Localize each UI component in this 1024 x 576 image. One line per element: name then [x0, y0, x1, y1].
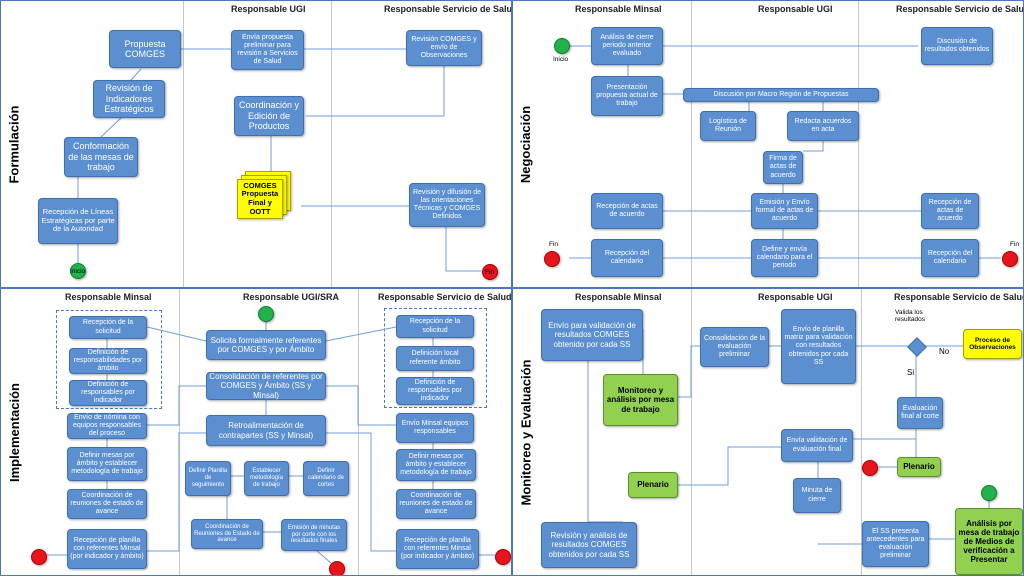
- ss-definicion-local-box: Definición local referente ámbito: [396, 346, 474, 371]
- implementacion-end-right-icon: [495, 549, 511, 565]
- negociacion-start-icon: [554, 38, 570, 54]
- analisis-mesa-box: Análisis por mesa de trabajo de Medios d…: [955, 508, 1023, 575]
- minsal-definicion-indicador-box: Definición de responsables por indicador: [69, 380, 147, 406]
- negociacion-connectors: [569, 45, 1001, 259]
- recepcion-calendario-minsal-box: Recepción del calendario: [591, 239, 663, 277]
- emision-envio-actas-box: Emisión y Envío formal de actas de acuer…: [751, 193, 818, 229]
- recepcion-calendario-ss-box: Recepción del calendario: [921, 239, 979, 277]
- formulacion-end-icon: [482, 264, 498, 280]
- monitoreo-start-icon: [981, 485, 997, 501]
- envio-planilla-box: Envío de planilla matriz para validación…: [781, 309, 856, 384]
- header-ugi: Responsable UGI: [231, 4, 306, 14]
- revision-difusion-box: Revisión y difusión de las orientaciones…: [409, 183, 485, 227]
- solicita-referentes-box: Solicita formalmente referentes por COMG…: [206, 330, 326, 360]
- minsal-envio-nomina-box: Envío de nómina con equipos responsables…: [67, 413, 147, 439]
- monitoreo-analisis-box: Monitoreo y análisis por mesa de trabajo: [603, 374, 678, 426]
- ss-recepcion-box: Recepción de la solicitud: [396, 315, 474, 338]
- monitoreo-panel: Monitoreo y Evaluación Responsable Minsa…: [512, 288, 1024, 576]
- definir-planilla-box: Definir Planilla de seguimiento: [185, 461, 231, 496]
- consolidacion-evaluacion-box: Consolidación de la evaluación prelimina…: [700, 327, 769, 367]
- minsal-dashed-group: [56, 310, 162, 409]
- header-ss: Responsable Servicio de Salud: [384, 4, 512, 14]
- retroalimentacion-box: Retroalimentación de contrapartes (SS y …: [206, 415, 326, 446]
- header-ss: Responsable Servicio de Salud: [378, 292, 512, 302]
- ss-envio-equipos-box: Envío Minsal equipos responsables: [396, 413, 474, 443]
- negociacion-panel: Negociación Responsable Minsal Responsab…: [512, 0, 1024, 288]
- ss-coordinacion-box: Coordinación de reuniones de estado de a…: [396, 489, 476, 519]
- recepcion-actas-minsal-box: Recepción de actas de acuerdo: [591, 193, 663, 229]
- establecer-metodologia-box: Establecer metodología de trabajo: [244, 461, 289, 496]
- header-ss: Responsable Servicio de Salud: [896, 4, 1024, 14]
- formulacion-fin-label: Fin: [485, 269, 495, 276]
- formulacion-start-icon: [70, 263, 86, 279]
- logistica-reunion-box: Logística de Reunión: [700, 111, 756, 141]
- minuta-cierre-box: Minuta de cierre: [793, 478, 841, 513]
- implementacion-end-center-icon: [329, 561, 345, 575]
- evaluacion-final-box: Evaluación final al corte: [897, 397, 943, 429]
- formulacion-connectors: [77, 48, 481, 272]
- propuesta-comges-box: Propuesta COMGES: [109, 30, 181, 68]
- discusion-resultados-box: Discusión de resultados obtenidos: [921, 27, 993, 65]
- negociacion-fin-left-label: Fin: [549, 241, 559, 248]
- negociacion-end-left-icon: [544, 251, 560, 267]
- formulacion-panel: Formulación Responsable UGI Responsable …: [0, 0, 512, 288]
- proceso-observaciones-box: Proceso de Observaciones: [963, 329, 1022, 359]
- negociacion-end-right-icon: [1002, 251, 1018, 267]
- ss-presenta-box: El SS presenta antecedentes para evaluac…: [862, 521, 929, 567]
- header-ugi: Responsable UGI/SRA: [243, 292, 340, 302]
- si-label: Si: [907, 368, 915, 377]
- minsal-coordinacion-box: Coordinación de reuniones de estado de a…: [67, 489, 147, 519]
- monitoreo-end-icon: [862, 460, 878, 476]
- revision-analisis-box: Revisión y análisis de resultados COMGES…: [541, 522, 637, 568]
- ss-definicion-responsables-box: Definición de responsables por indicador: [396, 377, 474, 405]
- minsal-definir-mesas-box: Definir mesas por ámbito y establecer me…: [67, 447, 147, 481]
- implementacion-start-icon: [258, 306, 274, 322]
- header-ugi: Responsable UGI: [758, 292, 833, 302]
- firma-actas-box: Firma de actas de acuerdo: [763, 151, 803, 184]
- revision-indicadores-box: Revisión de Indicadores Estratégicos: [93, 80, 165, 118]
- comges-final-document: COMGES Propuesta Final y OOTT: [237, 171, 291, 219]
- emision-minutas-box: Emisión de minutas por corte con los res…: [281, 519, 347, 551]
- implementacion-panel: Implementación Responsable Minsal Respon…: [0, 288, 512, 576]
- header-minsal: Responsable Minsal: [65, 292, 152, 302]
- header-ss: Responsable Servicio de Salud: [894, 292, 1024, 302]
- ss-dashed-group: [384, 308, 487, 408]
- envio-validacion-box: Envío para validación de resultados COMG…: [541, 309, 643, 361]
- analisis-cierre-box: Análisis de cierre periodo anterior eval…: [591, 27, 663, 65]
- recepcion-actas-ss-box: Recepción de actas de acuerdo: [921, 193, 979, 229]
- plenario-minsal-box: Plenario: [628, 472, 678, 498]
- header-minsal: Responsable Minsal: [575, 4, 662, 14]
- envia-propuesta-box: Envía propuesta preliminar para revisión…: [231, 30, 304, 70]
- formulacion-inicio-label: Inicio: [70, 268, 86, 275]
- conformacion-mesas-box: Conformación de las mesas de trabajo: [64, 137, 138, 177]
- plenario-ss-box: Plenario: [897, 457, 941, 477]
- definir-calendario-cortes-box: Definir calendario de cortes: [303, 461, 349, 496]
- consolidacion-referentes-box: Consolidación de referentes por COMGES y…: [206, 372, 326, 400]
- coordinacion-edicion-box: Coordinación y Edición de Productos: [234, 96, 304, 136]
- minsal-recepcion-box: Recepción de la solicitud: [69, 316, 147, 339]
- implementacion-connectors: [47, 322, 495, 564]
- redacta-acuerdos-box: Redacta acuerdos en acta: [787, 111, 859, 141]
- ss-definir-mesas-box: Definir mesas por ámbito y establecer me…: [396, 449, 476, 481]
- valida-resultados-label: Valida los resultados: [895, 309, 925, 324]
- header-minsal: Responsable Minsal: [575, 292, 662, 302]
- recepcion-lineas-box: Recepción de Líneas Estratégicas por par…: [38, 198, 118, 244]
- discusion-macro-box: Discusión por Macro Región de Propuestas: [683, 88, 879, 102]
- negociacion-fin-right-label: Fin: [1010, 241, 1020, 248]
- revision-comges-box: Revisión COMGES y envío de Observaciones: [406, 30, 482, 66]
- minsal-recepcion-planilla-box: Recepción de planilla con referentes Min…: [67, 529, 147, 569]
- negociacion-inicio-label: Inicio: [553, 56, 569, 63]
- no-label: No: [939, 347, 950, 356]
- minsal-definicion-responsabilidades-box: Definición de responsabilidades por ámbi…: [69, 348, 147, 374]
- header-ugi: Responsable UGI: [758, 4, 833, 14]
- define-calendario-box: Define y envía calendario para el period…: [751, 239, 818, 277]
- envia-validacion-final-box: Envía validación de evaluación final: [781, 429, 853, 462]
- implementacion-end-left-icon: [31, 549, 47, 565]
- ss-recepcion-planilla-box: Recepción de planilla con referentes Min…: [396, 529, 479, 569]
- coordinacion-reuniones-box: Coordinación de Reuniones de Estado de a…: [191, 519, 263, 549]
- presentacion-propuesta-box: Presentación propuesta actual de trabajo: [591, 76, 663, 116]
